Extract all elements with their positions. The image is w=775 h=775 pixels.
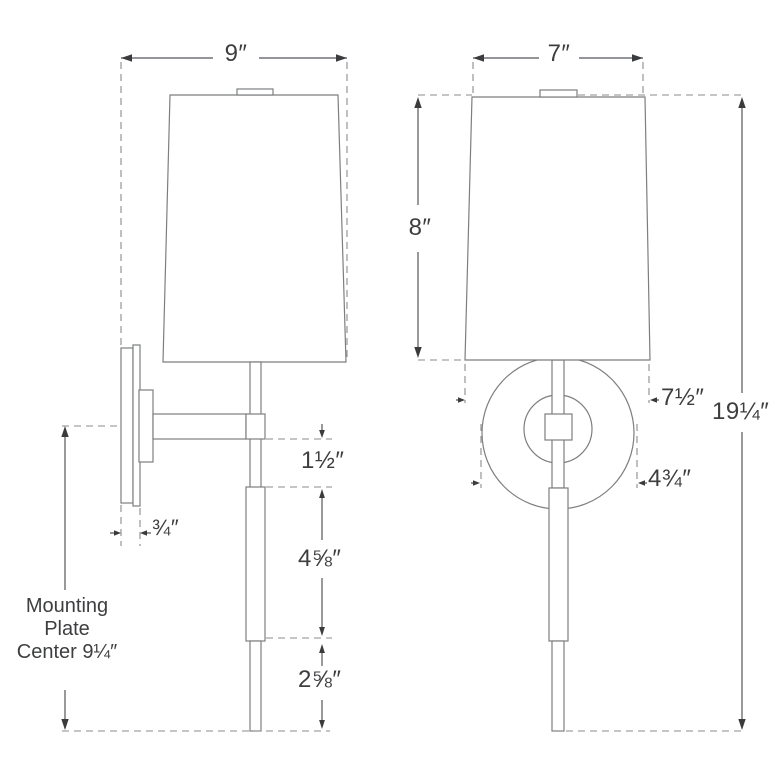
arrow-8-up (414, 97, 422, 108)
dim-label-overall-height: 19¼″ (712, 398, 770, 425)
dim-label-side-shade-width: 9″ (224, 40, 248, 67)
arrow-7-right (632, 54, 643, 62)
front-stem-thick-section (548, 487, 569, 642)
arm (152, 413, 247, 440)
arrow-plate-right (140, 530, 147, 536)
arrow-7-left (473, 54, 484, 62)
side-shade-outline (162, 94, 347, 363)
arrow-7-5-left (458, 397, 465, 403)
mounting-plate-note: Mounting Plate Center 9¼″ (17, 595, 117, 664)
front-stem-lower (551, 640, 565, 732)
arrow-4-75-right (638, 480, 645, 486)
side-stem-thick-section (245, 486, 266, 642)
arrow-mounting-up (61, 426, 69, 437)
arrowheads (61, 54, 746, 730)
extension-lines (62, 62, 746, 732)
arrow-2-625-down (319, 720, 325, 729)
dim-label-front-shade-width: 7″ (547, 40, 571, 67)
arrow-2-625-up (319, 644, 325, 653)
arrow-19-up (738, 97, 746, 108)
center-hub-square (544, 413, 573, 441)
dim-label-backplate-diameter: 4¾″ (648, 465, 692, 492)
arrow-8-down (414, 347, 422, 358)
dim-label-arm-to-stem-gap: 1½″ (301, 447, 345, 474)
side-finial (236, 88, 274, 96)
mounting-note-line2: Plate (44, 618, 90, 640)
mounting-note-line1: Mounting (25, 595, 109, 617)
arrow-7-5-right (650, 397, 657, 403)
arrow-4-75-left (473, 480, 480, 486)
dim-label-shade-height: 8″ (408, 214, 432, 241)
dim-label-bottom-stem-length: 2⅝″ (298, 666, 342, 693)
arrow-4-625-down (319, 627, 325, 636)
arrow-mounting-down (61, 719, 69, 730)
side-stem-lower (249, 640, 262, 732)
dim-label-shade-bottom-width: 7½″ (661, 384, 705, 411)
side-view (120, 88, 347, 732)
front-shade-outline (464, 96, 651, 361)
wall-plate-back (120, 347, 134, 504)
arrow-19-down (738, 719, 746, 730)
mounting-note-line3: Center 9¼″ (16, 641, 118, 663)
front-finial (539, 89, 578, 98)
arrow-9-right (336, 54, 347, 62)
arm-joint-block (245, 413, 266, 440)
arrow-9-left (121, 54, 132, 62)
arrow-1-5-down (319, 430, 325, 438)
plate-boss (138, 389, 154, 463)
dim-label-mid-stem-length: 4⅝″ (298, 545, 342, 572)
front-view (464, 89, 651, 732)
arrow-plate-left (114, 530, 121, 536)
arrow-4-625-up (319, 489, 325, 498)
dim-label-plate-thickness: ¾″ (152, 515, 180, 540)
